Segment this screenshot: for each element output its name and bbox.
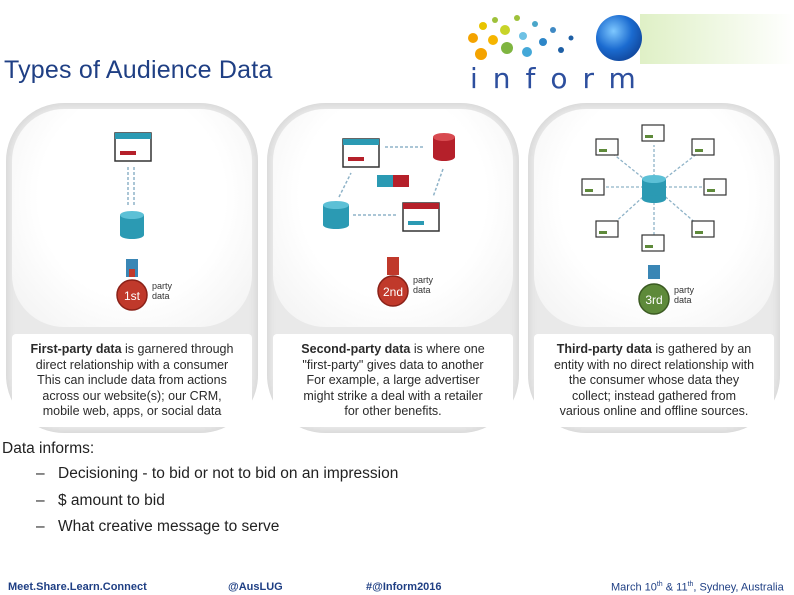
third-party-badge-icon <box>638 265 670 315</box>
logo-wordmark: inform <box>470 62 651 95</box>
first-party-description: First-party data is garnered through dir… <box>12 334 252 427</box>
arrows-icon <box>338 146 444 216</box>
first-party-badge-icon <box>116 259 148 311</box>
handshake-icon <box>377 175 409 187</box>
footer-tagline: Meet.Share.Learn.Connect <box>8 581 147 593</box>
third-party-panel: 3rd party data Third-party data is gathe… <box>528 103 780 433</box>
bullet-item: –What creative message to serve <box>36 518 280 535</box>
browser-window-icon-2 <box>402 202 440 232</box>
database-icon-2 <box>323 201 349 229</box>
slide-title: Types of Audience Data <box>4 56 273 84</box>
logo-banner <box>640 14 794 64</box>
bidirectional-arrows-icon <box>127 167 135 207</box>
body-intro: Data informs: <box>2 440 95 457</box>
footer-hashtag: #@Inform2016 <box>366 581 442 593</box>
window-accents <box>585 135 715 248</box>
third-party-diagram: 3rd party data <box>581 124 727 315</box>
inform-logo-dots <box>468 15 574 60</box>
bullet-item: –$ amount to bid <box>36 492 165 509</box>
globe-icon <box>596 15 642 61</box>
first-party-badge-label-2: data <box>152 291 170 301</box>
browser-window-icon <box>342 138 380 168</box>
browser-window-icon <box>114 132 152 162</box>
second-party-badge-icon <box>377 257 409 307</box>
footer-handle: @AusLUG <box>228 581 283 593</box>
third-party-badge-label: party <box>674 285 695 295</box>
second-party-badge-label: party <box>413 275 434 285</box>
first-party-panel: 1st party data First-party data is garne… <box>6 103 258 433</box>
third-party-badge-number: 3rd <box>645 293 662 307</box>
first-party-badge-number: 1st <box>124 289 141 303</box>
footer-date: March 10th & 11th, Sydney, Australia <box>611 581 784 594</box>
first-party-diagram: 1st party data <box>114 132 173 311</box>
second-party-badge-label-2: data <box>413 285 431 295</box>
database-icon <box>642 175 666 203</box>
database-icon <box>120 211 144 239</box>
second-party-description: Second-party data is where one "first-pa… <box>273 334 513 427</box>
database-icon <box>433 133 455 161</box>
second-party-diagram: 2nd party data <box>323 133 455 307</box>
third-party-description: Third-party data is gathered by an entit… <box>534 334 774 427</box>
second-party-badge-number: 2nd <box>383 285 403 299</box>
bullet-item: –Decisioning - to bid or not to bid on a… <box>36 465 399 482</box>
first-party-badge-label: party <box>152 281 173 291</box>
second-party-panel: 2nd party data Second-party data is wher… <box>267 103 519 433</box>
third-party-badge-label-2: data <box>674 295 692 305</box>
